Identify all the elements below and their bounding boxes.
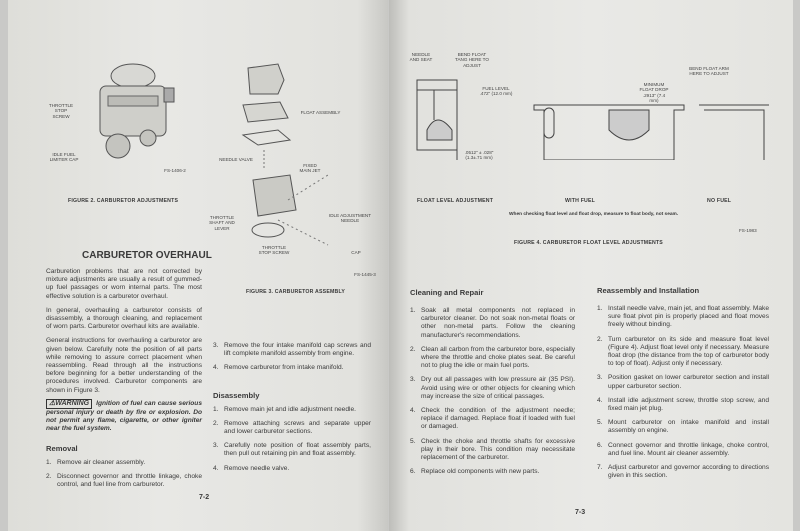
paragraph: Carburetion problems that are not correc… [46, 268, 202, 300]
sub-caption: WITH FUEL [565, 198, 596, 204]
list-item: 3.Dry out all passages with low pressure… [410, 376, 575, 400]
figure2-caption: FIGURE 2. CARBURETOR ADJUSTMENTS [68, 198, 179, 204]
disassembly-heading: Disassembly [213, 390, 260, 400]
disassembly-steps: 1.Remove main jet and idle adjustment ne… [213, 406, 371, 473]
list-item: 2.Clean all carbon from the carburetor b… [410, 345, 575, 370]
list-item: 6.Replace old components with new parts. [410, 468, 540, 476]
figure4-note: When checking float level and float drop… [509, 212, 679, 217]
label-fuel-level: FUEL LEVEL .472" (12.0 mm) [479, 86, 513, 97]
label-gap: .0512" ± .028" (1.3±.71 mm) [464, 150, 494, 161]
removal-heading: Removal [46, 443, 78, 453]
intro-text: Carburetion problems that are not correc… [46, 268, 202, 495]
list-item: 4.Remove carburetor from intake manifold… [213, 364, 344, 372]
float-level-diagram [416, 79, 769, 160]
figure2-code: FS-1406-2 [164, 168, 186, 173]
list-item: 4.Install idle adjustment screw, throttl… [597, 396, 769, 413]
reassembly-heading: Reassembly and Installation [597, 286, 700, 295]
cleaning-heading: Cleaning and Repair [410, 288, 484, 297]
sub-caption: NO FUEL [707, 198, 732, 204]
removal-steps: 1.Remove air cleaner assembly. 2.Disconn… [46, 459, 202, 490]
carburetor-exploded-illustration [241, 63, 329, 246]
paragraph: General instructions for overhauling a c… [46, 337, 202, 394]
list-item: 1.Remove air cleaner assembly. [46, 458, 146, 466]
list-item: 7.Adjust carburetor and governor accordi… [597, 464, 769, 480]
sub-caption: FLOAT LEVEL ADJUSTMENT [417, 198, 494, 204]
section-heading: CARBURETOR OVERHAUL [82, 250, 212, 261]
label-bend-tang: BEND FLOAT TANG HERE TO ADJUST [455, 52, 489, 68]
label-throttle-shaft: THROTTLE SHAFT AND LEVER [209, 215, 235, 231]
list-item: 2.Remove attaching screws and separate u… [213, 419, 371, 436]
label-idle-adjustment: IDLE ADJUSTMENT NEEDLE [328, 213, 372, 224]
list-item: 3.Carefully note position of float assem… [213, 442, 371, 458]
reassembly-steps: 1.Install needle valve, main jet, and fl… [597, 305, 769, 480]
figure4-code: FS-1983 [739, 228, 757, 233]
paragraph: In general, overhauling a carburetor con… [46, 306, 202, 331]
label-float-assembly: FLOAT ASSEMBLY [300, 110, 341, 115]
list-item: 2.Turn carburetor on its side and measur… [597, 335, 769, 368]
label-needle-valve: NEEDLE VALVE [219, 157, 253, 162]
reassembly-column: Reassembly and Installation 1.Install ne… [597, 286, 769, 486]
list-item: 4.Remove needle valve. [213, 464, 290, 472]
figure3-caption: FIGURE 3. CARBURETOR ASSEMBLY [246, 289, 345, 295]
figure4-caption: FIGURE 4. CARBURETOR FLOAT LEVEL ADJUSTM… [514, 240, 663, 246]
list-item: 4.Check the condition of the adjustment … [410, 407, 575, 431]
list-item: 3.Position gasket on lower carburetor se… [597, 374, 769, 390]
left-column-2: 3.Remove the four intake manifold cap sc… [213, 342, 371, 479]
right-page: NEEDLE AND SEAT BEND FLOAT TANG HERE TO … [389, 0, 793, 531]
list-item: 1.Soak all metal components not replaced… [410, 307, 575, 339]
page-number: 7-2 [199, 494, 210, 501]
label-min-drop: MINIMUM FLOAT DROP .2913" (7.4 mm) [639, 82, 669, 104]
label-needle-seat: NEEDLE AND SEAT [409, 52, 433, 63]
list-item: 5.Mount carburetor on intake manifold an… [597, 419, 769, 435]
cleaning-steps: 1.Soak all metal components not replaced… [410, 307, 575, 476]
label-fixed-main-jet: FIXED MAIN JET [299, 163, 321, 174]
label-bend-arm: BEND FLOAT ARM HERE TO ADJUST [689, 66, 729, 77]
warning-label: ⚠WARNING [46, 398, 93, 410]
list-item: 2.Disconnect governor and throttle linka… [46, 472, 202, 489]
cleaning-column: Cleaning and Repair 1.Soak all metal com… [410, 288, 575, 482]
list-item: 1.Install needle valve, main jet, and fl… [597, 305, 769, 329]
removal-steps-continued: 3.Remove the four intake manifold cap sc… [213, 342, 371, 373]
left-page: THROTTLE STOP SCREW IDLE FUEL LIMITER CA… [8, 0, 388, 531]
list-item: 5.Check the choke and throttle shafts fo… [410, 437, 575, 462]
page-number: 7-3 [575, 509, 586, 516]
label-cap: CAP [351, 250, 361, 255]
list-item: 6.Connect governor and throttle linkage,… [597, 441, 769, 457]
figure3-code: FS-1445-3 [354, 272, 376, 277]
label-throttle-stop-screw: THROTTLE STOP SCREW [258, 245, 290, 256]
carburetor-illustration [99, 63, 175, 159]
list-item: 3.Remove the four intake manifold cap sc… [213, 342, 371, 358]
list-item: 1.Remove main jet and idle adjustment ne… [213, 405, 356, 413]
label-throttle-stop: THROTTLE STOP SCREW [48, 103, 74, 119]
label-idle-fuel: IDLE FUEL LIMITER CAP [49, 152, 79, 163]
